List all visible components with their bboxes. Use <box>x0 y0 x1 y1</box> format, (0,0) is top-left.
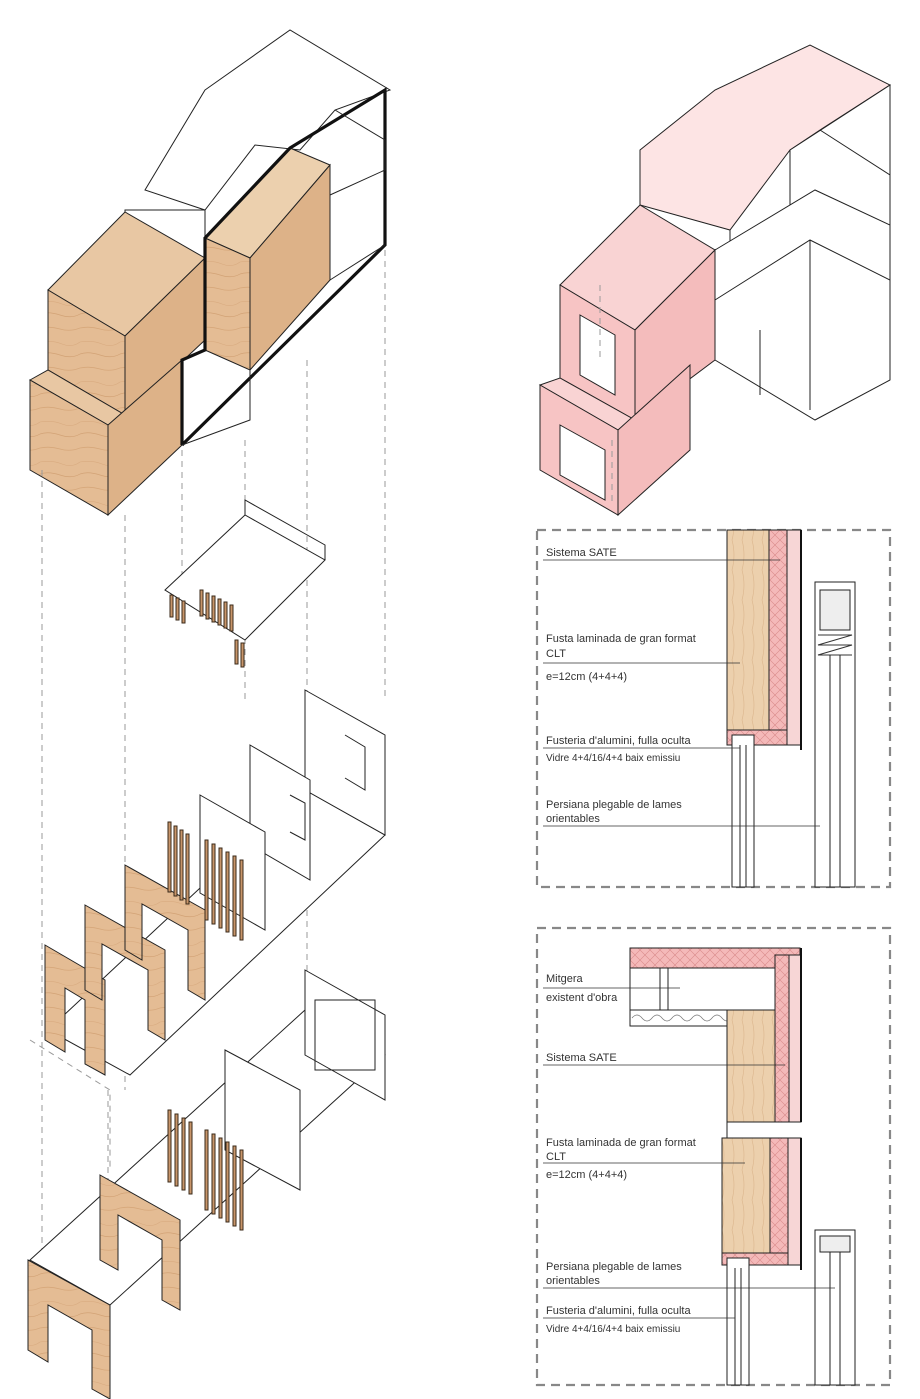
pink-box-lower-side <box>617 363 691 517</box>
wood-massing-axonometric <box>28 29 392 517</box>
door-opening-upper <box>579 314 616 396</box>
label-clt-title-top: Fusta laminada de gran format <box>546 633 696 645</box>
label-sate-bottom: Sistema SATE <box>546 1052 617 1064</box>
sate-insulation-top <box>768 529 788 746</box>
clt-panel-bottom <box>721 1137 771 1254</box>
label-glass-top: Vidre 4+4/16/4+4 baix emissiu <box>546 753 680 764</box>
detail-section-top: Sistema SATE Fusta laminada de gran form… <box>535 528 892 889</box>
detail-bottom-leaders <box>543 987 835 1319</box>
label-shutter-top: Persiana plegable de lames <box>546 799 682 811</box>
structure-frame-outline <box>180 87 387 447</box>
detail-frame-top <box>535 528 892 889</box>
door-opening-lower <box>559 424 606 501</box>
exploded-layer-top <box>164 499 326 668</box>
existing-party-wall <box>629 967 776 1011</box>
wood-tower-front <box>204 237 251 371</box>
aluminium-frame-bottom <box>726 1257 750 1386</box>
label-shutter2-top: orientables <box>546 813 600 825</box>
label-sate-top: Sistema SATE <box>546 547 617 559</box>
label-aluminium-top: Fusteria d'alumini, fulla oculta <box>546 735 691 747</box>
label-aluminium-bottom: Fusteria d'alumini, fulla oculta <box>546 1305 691 1317</box>
label-glass-bottom: Vidre 4+4/16/4+4 baix emissiu <box>546 1324 680 1335</box>
aluminium-frame-top <box>731 734 755 888</box>
wood-portal-frames <box>44 864 206 1076</box>
sate-insulation-bottom <box>774 954 790 1123</box>
wood-slats-bottom <box>167 1109 244 1231</box>
label-thickness-top: e=12cm (4+4+4) <box>546 671 627 683</box>
wood-slats-middle <box>167 821 244 941</box>
label-clt-bottom: CLT <box>546 1151 566 1163</box>
label-party-wall-2: existent d'obra <box>546 992 618 1004</box>
label-shutter2-bottom: orientables <box>546 1275 600 1287</box>
label-clt-top: CLT <box>546 648 566 660</box>
detail-section-bottom: Mitgera existent d'obra Sistema SATE Fus… <box>535 926 892 1387</box>
label-shutter-bottom: Persiana plegable de lames <box>546 1261 682 1273</box>
folding-shutter-top <box>814 581 856 888</box>
label-clt-title-bottom: Fusta laminada de gran format <box>546 1137 696 1149</box>
wood-portal-frames-bottom <box>27 1174 181 1399</box>
label-party-wall: Mitgera <box>546 973 584 985</box>
roof-volume <box>144 29 392 211</box>
detail-top-leaders <box>543 559 820 827</box>
label-thickness-bottom: e=12cm (4+4+4) <box>546 1169 627 1181</box>
pink-massing-axonometric <box>538 44 892 517</box>
folding-shutter-bottom <box>814 1229 856 1386</box>
exploded-layer-bottom <box>27 969 386 1399</box>
exploded-layer-middle <box>44 689 386 1076</box>
